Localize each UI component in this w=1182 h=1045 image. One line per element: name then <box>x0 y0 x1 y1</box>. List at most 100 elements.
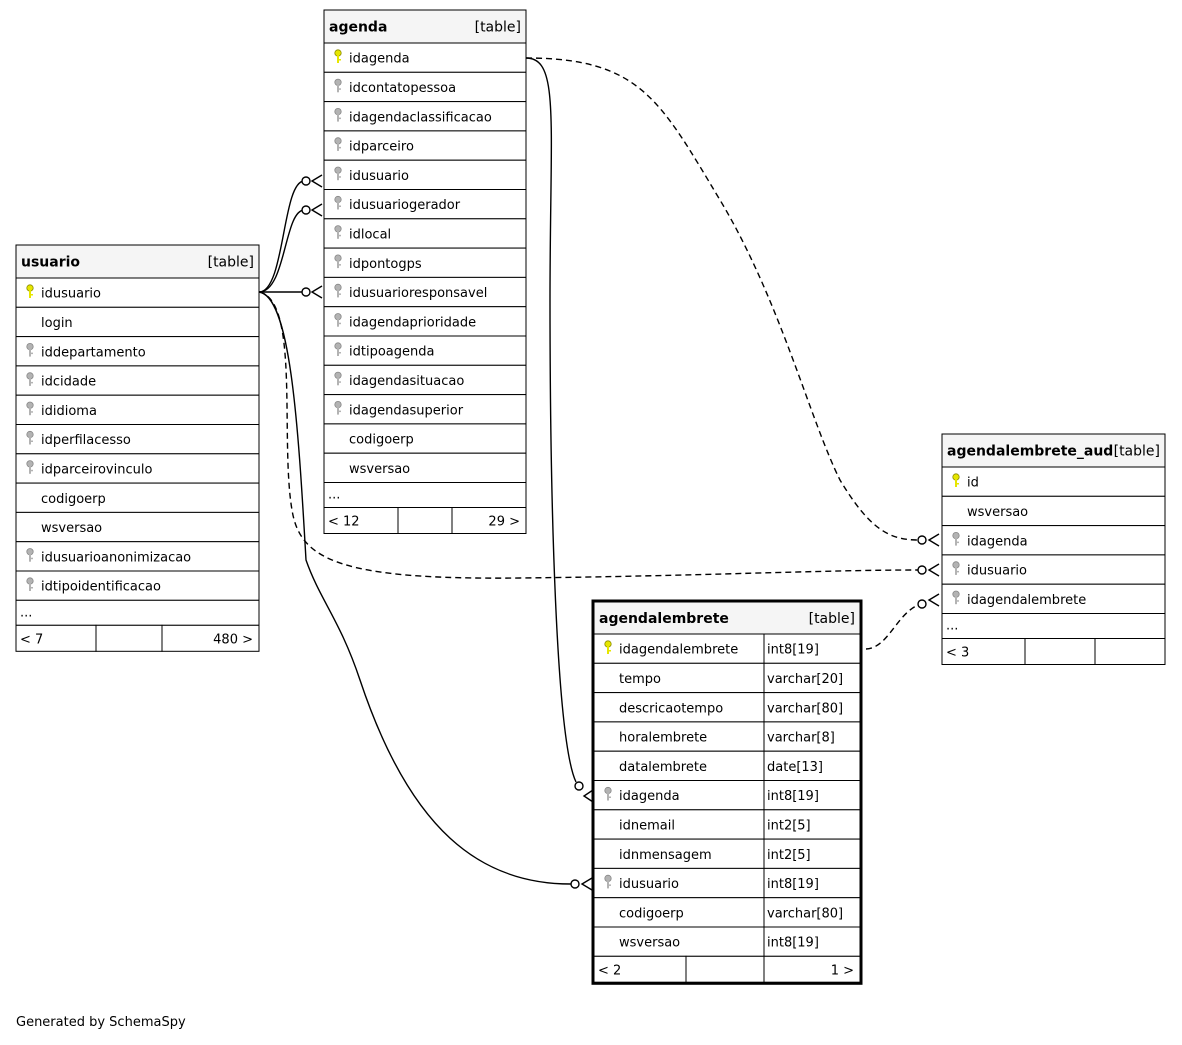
column-name: idusuario <box>41 287 101 302</box>
table-row[interactable]: codigoerp varchar[80] <box>593 897 861 928</box>
column-name: idusuarioanonimizacao <box>41 550 191 565</box>
edge-end-circle <box>301 176 311 186</box>
table-type-tag: [table] <box>1114 444 1160 460</box>
edge-usuario-agenda-idusuario <box>258 180 305 293</box>
table-row[interactable]: idagenda <box>323 42 527 73</box>
table-row[interactable]: wsversao <box>323 452 527 484</box>
foreign-key-icon <box>334 400 342 415</box>
edge-usuario-agendalembrete-idusuario <box>258 291 572 885</box>
table-row[interactable]: idperfilacesso <box>15 424 260 455</box>
foreign-key-icon <box>604 786 612 801</box>
table-row[interactable]: idtipoidentificacao <box>15 570 260 601</box>
edge-agendalembrete-aud-idagendalembrete <box>865 604 919 650</box>
edge-end-circle <box>574 781 584 791</box>
column-type: int8[19] <box>767 877 819 892</box>
table-row[interactable]: idpontogps <box>323 247 527 278</box>
foreign-key-icon <box>604 874 612 889</box>
column-name: idagendaclassificacao <box>349 110 492 125</box>
table-row[interactable]: idusuarioresponsavel <box>323 276 527 308</box>
primary-key-icon <box>952 473 960 487</box>
child-count: 480 > <box>213 632 253 647</box>
parent-count: < 12 <box>328 515 360 530</box>
table-row[interactable]: idcidade <box>15 365 260 396</box>
table-row[interactable]: idagendaprioridade <box>323 306 527 337</box>
column-name: idnemail <box>619 818 675 833</box>
primary-key-icon <box>26 284 34 298</box>
table-row[interactable]: idusuario <box>323 159 527 190</box>
column-name: idlocal <box>349 227 391 242</box>
tables-layer: usuario[table]idusuariologiniddepartamen… <box>15 9 1166 985</box>
column-name: wsversao <box>349 462 410 477</box>
table-row[interactable]: idparceiro <box>323 130 527 161</box>
table-usuario[interactable]: usuario[table]idusuariologiniddepartamen… <box>15 244 260 652</box>
table-agenda[interactable]: agenda[table]idagendaidcontatopessoaidag… <box>323 9 527 534</box>
table-row[interactable]: idagendaclassificacao <box>323 101 527 132</box>
foreign-key-icon <box>334 342 342 356</box>
column-name: idtipoagenda <box>349 345 434 360</box>
table-row[interactable]: wsversao <box>15 511 260 543</box>
generated-by-footer: Generated by SchemaSpy <box>16 1015 186 1030</box>
column-name: descricaotempo <box>619 701 723 716</box>
table-row[interactable]: idusuarioanonimizacao <box>15 541 260 572</box>
column-type: int8[19] <box>767 789 819 804</box>
child-count: 1 > <box>831 963 854 978</box>
column-name: horalembrete <box>619 731 707 746</box>
relationship-edges <box>258 57 919 885</box>
table-row[interactable]: ididioma <box>15 394 260 426</box>
table-row[interactable]: idusuario <box>941 554 1166 585</box>
parent-count: < 2 <box>598 963 621 978</box>
column-name: idagenda <box>967 534 1028 549</box>
table-row[interactable]: id <box>941 466 1166 497</box>
column-type: int2[5] <box>767 818 811 833</box>
column-name: idpontogps <box>349 257 422 272</box>
table-row[interactable]: idcontatopessoa <box>323 71 527 103</box>
foreign-key-icon <box>26 372 34 386</box>
table-row[interactable]: idagenda <box>941 525 1166 556</box>
foreign-key-icon <box>26 577 34 591</box>
column-name: wsversao <box>619 936 680 951</box>
relationship-markers <box>301 174 940 891</box>
table-row[interactable]: idusuario <box>15 277 260 308</box>
column-name: idperfilacesso <box>41 433 131 448</box>
column-type: int2[5] <box>767 848 811 863</box>
column-name: codigoerp <box>41 492 106 507</box>
table-row[interactable]: idnmensagem int2[5] <box>593 838 861 869</box>
table-row[interactable]: codigoerp <box>15 482 260 513</box>
table-row[interactable]: login <box>15 306 260 338</box>
table-row[interactable]: idlocal <box>323 218 527 249</box>
column-name: idtipoidentificacao <box>41 580 161 595</box>
table-row[interactable]: wsversao <box>941 495 1166 527</box>
edge-end-circle <box>917 565 927 575</box>
focus-table-border <box>591 599 863 985</box>
edge-crowfoot <box>310 203 323 217</box>
more-columns-ellipsis: ... <box>328 488 340 503</box>
table-row[interactable]: idagendasuperior <box>323 394 527 425</box>
column-name: idnmensagem <box>619 848 712 863</box>
column-name: codigoerp <box>619 906 684 921</box>
column-name: tempo <box>619 672 661 687</box>
table-row[interactable]: idagendalembrete <box>941 583 1166 615</box>
column-name: idagendaprioridade <box>349 315 476 330</box>
column-name: idusuario <box>349 169 409 184</box>
edge-end-circle <box>570 879 580 889</box>
table-row[interactable]: idnemail int2[5] <box>593 809 861 840</box>
table-agendalembrete_aud[interactable]: agendalembrete_aud[table]idwsversaoidage… <box>941 433 1166 665</box>
table-row[interactable]: idparceirovinculo <box>15 453 260 484</box>
table-row[interactable]: idagendasituacao <box>323 364 527 396</box>
edge-crowfoot <box>310 285 323 299</box>
foreign-key-icon <box>334 108 342 122</box>
table-row[interactable]: idtipoagenda <box>323 335 527 366</box>
table-row[interactable]: idusuariogerador <box>323 189 527 220</box>
table-row[interactable]: iddepartamento <box>15 336 260 367</box>
column-type: varchar[80] <box>767 906 843 921</box>
table-row[interactable]: codigoerp <box>323 423 527 454</box>
